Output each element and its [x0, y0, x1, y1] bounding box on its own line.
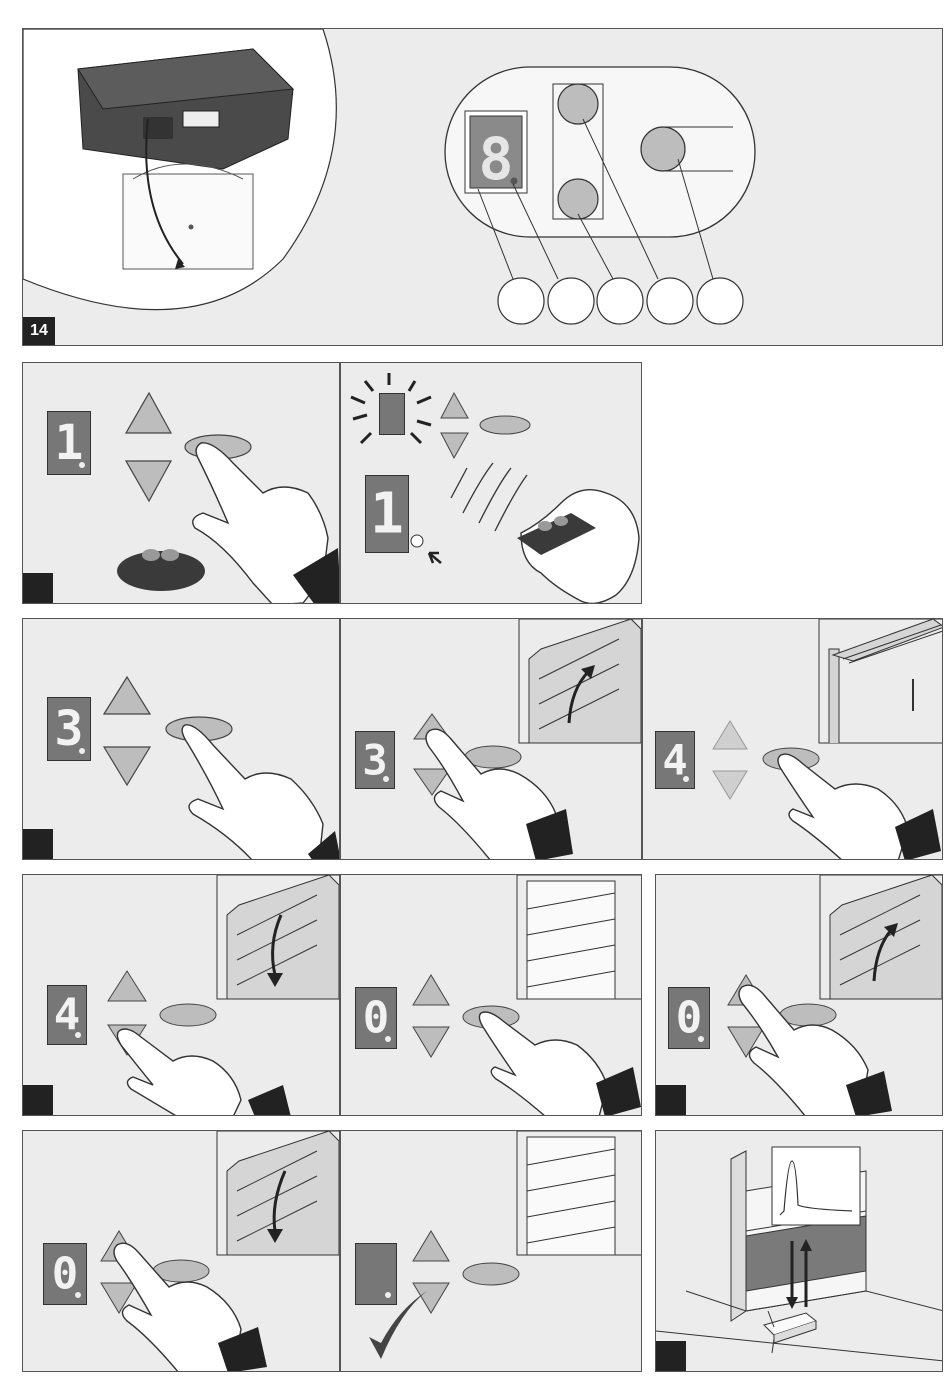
display-digit [355, 1243, 397, 1305]
remote-control-drawing [117, 549, 205, 591]
door-inset [217, 1131, 340, 1255]
door-inset [217, 875, 340, 999]
step-marker [656, 1085, 686, 1115]
step-panel-r2-1: 1 [22, 362, 340, 604]
callout-circle-5 [697, 278, 743, 324]
signal-waves [451, 463, 527, 531]
step-panel-r4-3: 0 [655, 874, 943, 1116]
up-arrow-button [413, 1231, 449, 1261]
sleeve-cuff [248, 1085, 291, 1116]
up-arrow-button [413, 975, 449, 1005]
step-marker [23, 1085, 53, 1115]
led-indicator [411, 535, 423, 547]
pointing-hand-drawing [479, 1012, 607, 1116]
up-arrow-button [104, 677, 150, 714]
door-inset [819, 619, 943, 743]
step-panel-r4-1: 4 [22, 874, 340, 1116]
step-panel-r2-2: 1 [340, 362, 642, 604]
down-arrow-button [441, 433, 468, 458]
step-panel-r3-2: 3 [340, 618, 642, 860]
step-panel-r3-3: 4 [642, 618, 943, 860]
hand-with-remote-drawing [517, 490, 639, 604]
svg-text:8: 8 [479, 125, 514, 193]
callout-circle-3 [597, 278, 643, 324]
step-marker [23, 829, 53, 859]
step-panel-r5-2 [340, 1130, 642, 1372]
door-inset [517, 1131, 642, 1255]
display-digit: 0 [355, 987, 397, 1049]
door-inset [820, 875, 943, 999]
program-button [480, 416, 530, 434]
pointing-hand-drawing [778, 754, 908, 860]
display-digit: 3 [355, 731, 395, 789]
step-panel-r3-1: 3 [22, 618, 340, 860]
up-arrow-button [441, 393, 468, 418]
down-arrow-button [414, 769, 450, 795]
step-marker [23, 573, 53, 603]
obstacle-detection-drawing [656, 1131, 943, 1372]
callout-circle-1 [498, 278, 544, 324]
display-digit: 3 [47, 697, 91, 761]
press-program-button-drawing [23, 363, 340, 604]
down-arrow-button [126, 461, 171, 501]
up-arrow-button [713, 721, 747, 749]
step-panel-r5-3 [655, 1130, 943, 1372]
up-arrow-button [126, 393, 171, 433]
down-arrow-button [413, 1027, 449, 1057]
callout-circle-2 [548, 278, 594, 324]
display-digit: 1 [47, 411, 91, 475]
display-digit: 0 [668, 987, 710, 1049]
opener-and-control-panel-illustration: 8 [23, 29, 943, 346]
display-digit: 1 [365, 475, 409, 553]
up-arrow-button [108, 971, 146, 1001]
display-digit: 4 [655, 731, 695, 789]
display-digit: 0 [43, 1243, 87, 1305]
figure-14-panel: 8 14 [22, 28, 943, 346]
down-arrow-button [104, 747, 150, 785]
blinking-display-digit [379, 393, 405, 435]
door-inset [519, 619, 642, 743]
step-marker [656, 1341, 686, 1371]
step-panel-r5-1: 0 [22, 1130, 340, 1372]
pointing-hand-drawing [117, 1029, 241, 1116]
program-button [463, 1263, 519, 1285]
callout-circle-4 [647, 278, 693, 324]
control-panel-drawing: 8 [445, 67, 755, 324]
down-arrow-button [713, 771, 747, 799]
program-button [160, 1004, 216, 1026]
force-graph-inset [772, 1147, 860, 1225]
step-panel-r4-2: 0 [340, 874, 642, 1116]
figure-number-label: 14 [23, 317, 55, 345]
door-inset [517, 875, 642, 999]
display-digit: 4 [47, 985, 87, 1045]
pointing-hand-drawing [182, 725, 323, 860]
